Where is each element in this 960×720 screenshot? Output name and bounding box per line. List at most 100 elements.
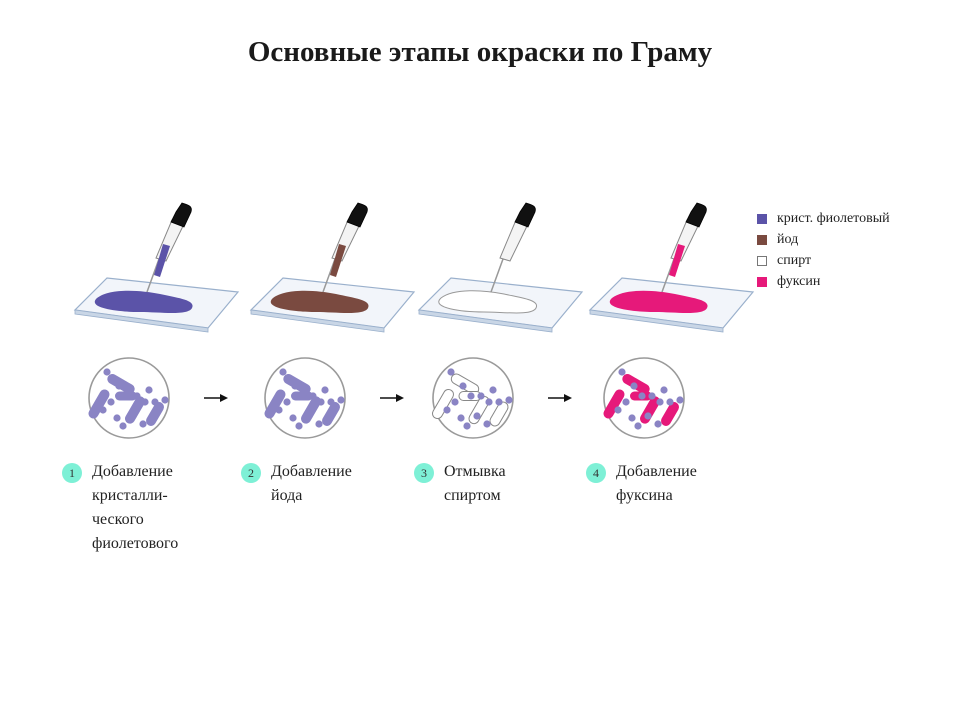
- step-label: Добавление фуксина: [616, 463, 697, 504]
- step-illustration-2: [249, 202, 416, 439]
- coccus-bacterium: [676, 396, 684, 404]
- coccus-bacterium: [451, 398, 459, 406]
- coccus-bacterium: [666, 398, 674, 406]
- coccus-bacterium: [489, 386, 497, 394]
- coccus-bacterium: [622, 398, 630, 406]
- arrow-head: [220, 394, 228, 402]
- coccus-bacterium: [283, 398, 291, 406]
- pipette-bulb: [514, 202, 536, 228]
- coccus-bacterium: [467, 392, 475, 400]
- legend-swatch: [757, 234, 767, 245]
- pipette-liquid: [154, 244, 170, 277]
- coccus-bacterium: [99, 406, 107, 414]
- rod-bacterium: [322, 402, 340, 426]
- stain-puddle: [438, 290, 538, 314]
- step-illustration-1: [73, 202, 240, 439]
- legend-item-alcohol: спирт: [757, 250, 890, 271]
- rod-bacterium: [88, 389, 110, 419]
- legend-item-fuchsin: фуксин: [757, 271, 890, 292]
- rod-bacterium: [146, 402, 164, 426]
- legend: крист. фиолетовый йод спирт фуксин: [757, 208, 890, 292]
- coccus-bacterium: [495, 398, 503, 406]
- stain-puddle: [270, 290, 369, 313]
- coccus-bacterium: [477, 392, 485, 400]
- coccus-bacterium: [309, 392, 317, 400]
- coccus-bacterium: [654, 420, 662, 428]
- step-3: 3 Отмывка спиртом: [414, 460, 506, 508]
- coccus-bacterium: [630, 382, 638, 390]
- coccus-bacterium: [485, 398, 493, 406]
- rod-bacterium: [661, 402, 679, 426]
- legend-label: фуксин: [777, 273, 821, 289]
- coccus-bacterium: [103, 368, 111, 376]
- step-illustration-3: [417, 202, 584, 439]
- coccus-bacterium: [505, 396, 513, 404]
- glass-slide-edge: [589, 309, 724, 333]
- coccus-bacterium: [656, 398, 664, 406]
- legend-item-iodine: йод: [757, 229, 890, 250]
- pipette-bulb: [346, 202, 368, 228]
- pipette-bulb: [170, 202, 192, 228]
- coccus-bacterium: [145, 386, 153, 394]
- legend-label: йод: [777, 231, 799, 247]
- rod-bacterium: [264, 389, 286, 419]
- coccus-bacterium: [628, 414, 636, 422]
- coccus-bacterium: [123, 392, 131, 400]
- coccus-bacterium: [447, 368, 455, 376]
- coccus-bacterium: [321, 386, 329, 394]
- page-title: Основные этапы окраски по Граму: [247, 36, 713, 68]
- step-label: Отмывка спиртом: [444, 463, 506, 504]
- coccus-bacterium: [457, 414, 465, 422]
- legend-swatch: [757, 213, 767, 224]
- coccus-bacterium: [634, 422, 642, 430]
- step-number-badge: 3: [414, 463, 434, 483]
- coccus-bacterium: [141, 398, 149, 406]
- coccus-bacterium: [317, 398, 325, 406]
- step-1: 1 Добавление кристалли- ческого фиолетов…: [62, 460, 178, 556]
- step-number-badge: 4: [586, 463, 606, 483]
- coccus-bacterium: [161, 396, 169, 404]
- legend-label: спирт: [777, 252, 812, 268]
- coccus-bacterium: [618, 368, 626, 376]
- pipette-bulb: [685, 202, 707, 228]
- rod-bacterium: [489, 401, 509, 427]
- coccus-bacterium: [638, 392, 646, 400]
- coccus-bacterium: [315, 420, 323, 428]
- pipette-liquid: [669, 244, 685, 277]
- step-illustration-4: [588, 202, 755, 439]
- arrow-head: [564, 394, 572, 402]
- coccus-bacterium: [299, 392, 307, 400]
- arrow-head: [396, 394, 404, 402]
- coccus-bacterium: [279, 368, 287, 376]
- coccus-bacterium: [133, 392, 141, 400]
- glass-slide-edge: [250, 309, 385, 333]
- coccus-bacterium: [295, 422, 303, 430]
- legend-swatch: [757, 255, 767, 266]
- step-label: Добавление йода: [271, 463, 352, 504]
- coccus-bacterium: [459, 382, 467, 390]
- pipette-tube: [499, 219, 529, 262]
- coccus-bacterium: [337, 396, 345, 404]
- step-4: 4 Добавление фуксина: [586, 460, 697, 508]
- coccus-bacterium: [107, 398, 115, 406]
- coccus-bacterium: [614, 406, 622, 414]
- step-2: 2 Добавление йода: [241, 460, 352, 508]
- coccus-bacterium: [289, 414, 297, 422]
- coccus-bacterium: [151, 398, 159, 406]
- glass-slide-edge: [74, 309, 209, 333]
- coccus-bacterium: [129, 412, 137, 420]
- glass-slide-edge: [418, 309, 553, 333]
- legend-swatch: [757, 276, 767, 287]
- coccus-bacterium: [644, 412, 652, 420]
- coccus-bacterium: [119, 422, 127, 430]
- step-label: Добавление кристалли- ческого фиолетовог…: [92, 463, 179, 552]
- coccus-bacterium: [275, 406, 283, 414]
- pipette-liquid: [330, 244, 346, 277]
- coccus-bacterium: [463, 422, 471, 430]
- legend-label: крист. фиолетовый: [777, 210, 890, 226]
- step-number-badge: 2: [241, 463, 261, 483]
- coccus-bacterium: [483, 420, 491, 428]
- coccus-bacterium: [660, 386, 668, 394]
- stain-puddle: [94, 290, 193, 313]
